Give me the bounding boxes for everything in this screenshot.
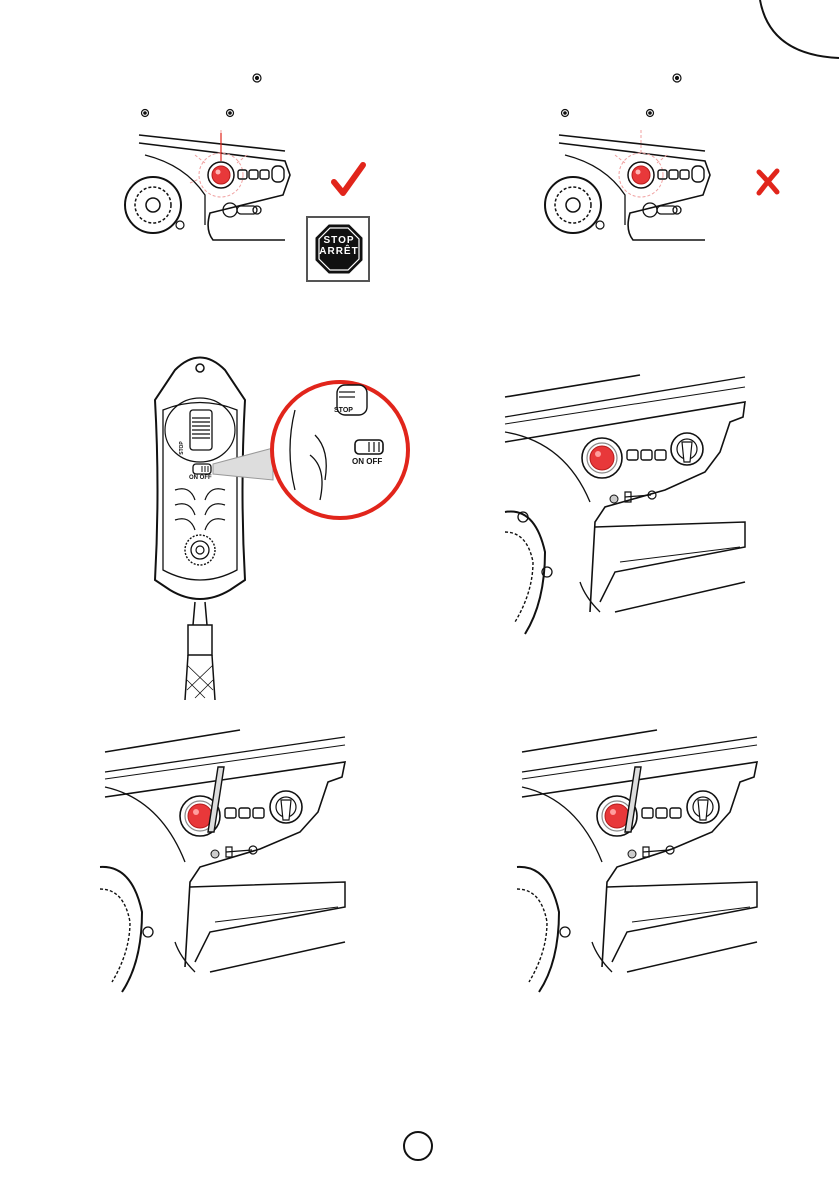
zoom-switch-labels: ON OFF <box>352 457 382 466</box>
saw-blade-icon <box>517 867 559 992</box>
panel-key-insert-right <box>517 727 765 992</box>
panel-key-insert-left <box>100 727 348 992</box>
saw-blade-icon <box>505 512 545 635</box>
panel-remote-control: STOP ON OFF STOP ON OFF <box>145 340 415 700</box>
zoom-slider-label: STOP <box>334 407 353 414</box>
saw-blade-icon <box>100 867 142 992</box>
remote-slider-label: STOP <box>179 441 185 455</box>
panel-control-panel <box>505 372 750 634</box>
remote-off-label: OFF <box>200 475 212 481</box>
panel-machine-incorrect <box>555 65 715 255</box>
zoom-on-label: ON <box>352 457 364 466</box>
remote-on-label: ON <box>189 475 198 481</box>
machine-closeup-illustration <box>555 65 715 255</box>
control-panel-illustration <box>505 372 750 634</box>
page-corner-curve <box>740 0 839 65</box>
control-panel-key-illustration <box>517 727 765 992</box>
panel-machine-correct <box>135 65 295 255</box>
saw-blade-icon <box>545 177 601 233</box>
remote-switch-labels: ON OFF <box>189 475 212 481</box>
page-number-circle <box>403 1131 433 1161</box>
saw-blade-icon <box>125 177 181 233</box>
cross-mark-icon <box>755 168 781 196</box>
control-panel-key-illustration <box>100 727 348 992</box>
check-mark-icon <box>330 162 366 198</box>
stop-sign-box: STOP ARRÊT <box>306 216 370 282</box>
machine-closeup-illustration <box>135 65 295 255</box>
stop-sign-line1: STOP <box>315 235 363 246</box>
stop-sign-line2: ARRÊT <box>315 246 363 257</box>
zoom-off-label: OFF <box>366 457 382 466</box>
remote-control-illustration <box>145 340 415 700</box>
